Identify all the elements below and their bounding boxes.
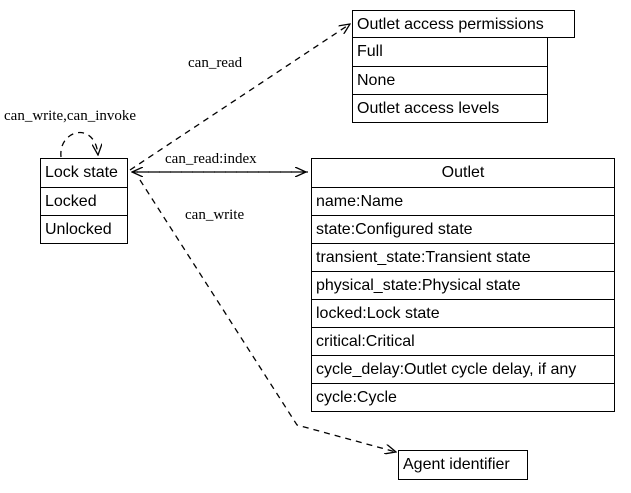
edge-label-can-write: can_write — [185, 207, 245, 223]
node-lock-state-row: Unlocked — [41, 215, 127, 243]
node-outlet-row: state:Configured state — [312, 215, 614, 243]
node-outlet-header: Outlet — [441, 164, 485, 181]
node-permissions-row: Full — [357, 43, 383, 60]
node-outlet-row: cycle_delay:Outlet cycle delay, if any — [312, 355, 614, 383]
node-agent-identifier: Agent identifier — [398, 450, 528, 480]
node-outlet-row: physical_state:Physical state — [312, 271, 614, 299]
node-lock-state-header: Lock state — [45, 164, 118, 181]
edge-label-can-read-index: can_read:index — [165, 151, 257, 167]
node-permissions-row: None — [353, 66, 547, 94]
edge-to-agent — [139, 179, 396, 452]
node-outlet-row: locked:Lock state — [312, 299, 614, 327]
node-lock-state: Lock state Locked Unlocked — [40, 158, 128, 244]
node-agent-identifier-header: Agent identifier — [403, 456, 510, 473]
node-lock-state-row: Locked — [41, 187, 127, 215]
node-outlet-row: cycle:Cycle — [312, 383, 614, 411]
node-outlet-row: critical:Critical — [312, 327, 614, 355]
edge-self-loop — [60, 131, 98, 158]
node-outlet-access-permissions: Outlet access permissions — [352, 10, 575, 38]
node-outlet-row: name:Name — [312, 187, 614, 215]
edge-to-permissions — [129, 24, 350, 171]
edge-label-can-read: can_read — [188, 55, 243, 71]
edge-label-self-loop: can_write,can_invoke — [4, 108, 137, 124]
node-outlet-row: transient_state:Transient state — [312, 243, 614, 271]
node-outlet-access-permissions-values: Full None Outlet access levels — [352, 37, 548, 123]
node-permissions-header: Outlet access permissions — [357, 16, 544, 33]
node-outlet: Outlet name:Name state:Configured state … — [311, 158, 615, 412]
node-permissions-row: Outlet access levels — [353, 94, 547, 122]
